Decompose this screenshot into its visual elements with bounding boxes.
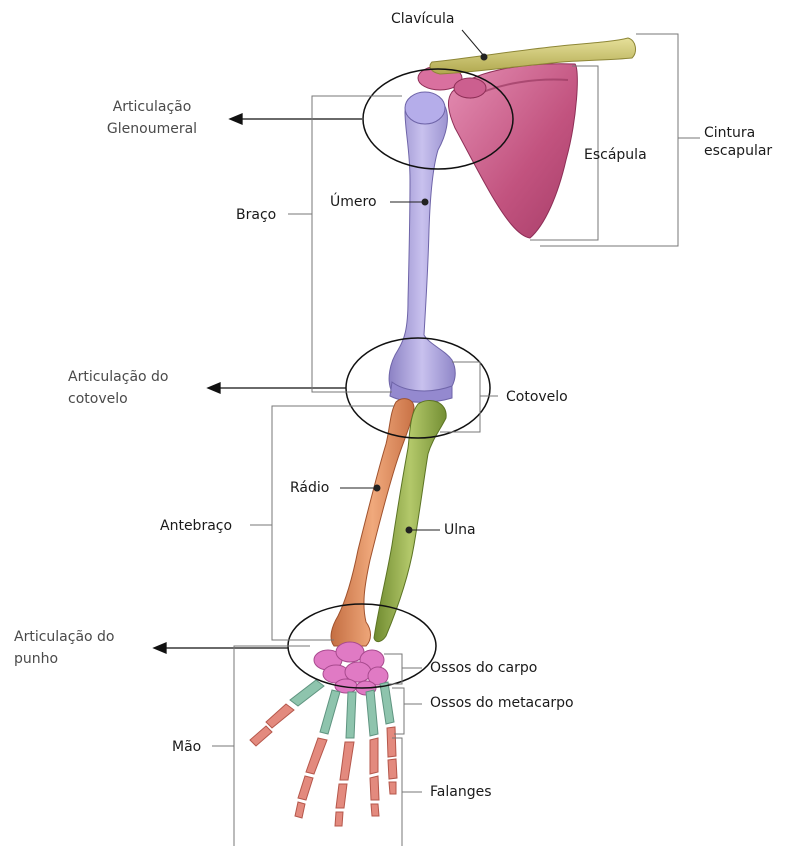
label-ossos-metacarpo: Ossos do metacarpo bbox=[430, 694, 574, 712]
label-ossos-carpo: Ossos do carpo bbox=[430, 659, 537, 677]
label-cintura-1: Cintura bbox=[704, 124, 755, 142]
label-art-punho-1: Articulação do bbox=[14, 628, 115, 646]
label-clavicula: Clavícula bbox=[391, 10, 454, 28]
label-cotovelo: Cotovelo bbox=[506, 388, 568, 406]
arrow-glenohumeral bbox=[230, 114, 362, 124]
label-art-cotovelo-1: Articulação do bbox=[68, 368, 169, 386]
label-umero: Úmero bbox=[330, 193, 377, 211]
label-braco: Braço bbox=[236, 206, 276, 224]
clavicula-leader bbox=[462, 30, 484, 56]
label-escapula: Escápula bbox=[584, 146, 647, 164]
label-ulna: Ulna bbox=[444, 521, 476, 539]
label-cintura-2: escapular bbox=[704, 142, 772, 160]
label-art-gleno-1: Articulação bbox=[96, 98, 208, 116]
label-antebraco: Antebraço bbox=[160, 517, 232, 535]
label-falanges: Falanges bbox=[430, 783, 491, 801]
arrow-wrist bbox=[154, 643, 288, 653]
label-art-punho-2: punho bbox=[14, 650, 58, 668]
label-art-gleno-2: Glenoumeral bbox=[96, 120, 208, 138]
humerus-bone bbox=[389, 95, 455, 392]
label-mao: Mão bbox=[172, 738, 201, 756]
braco-bracket bbox=[312, 96, 402, 392]
label-radio: Rádio bbox=[290, 479, 329, 497]
label-art-cotovelo-2: cotovelo bbox=[68, 390, 128, 408]
